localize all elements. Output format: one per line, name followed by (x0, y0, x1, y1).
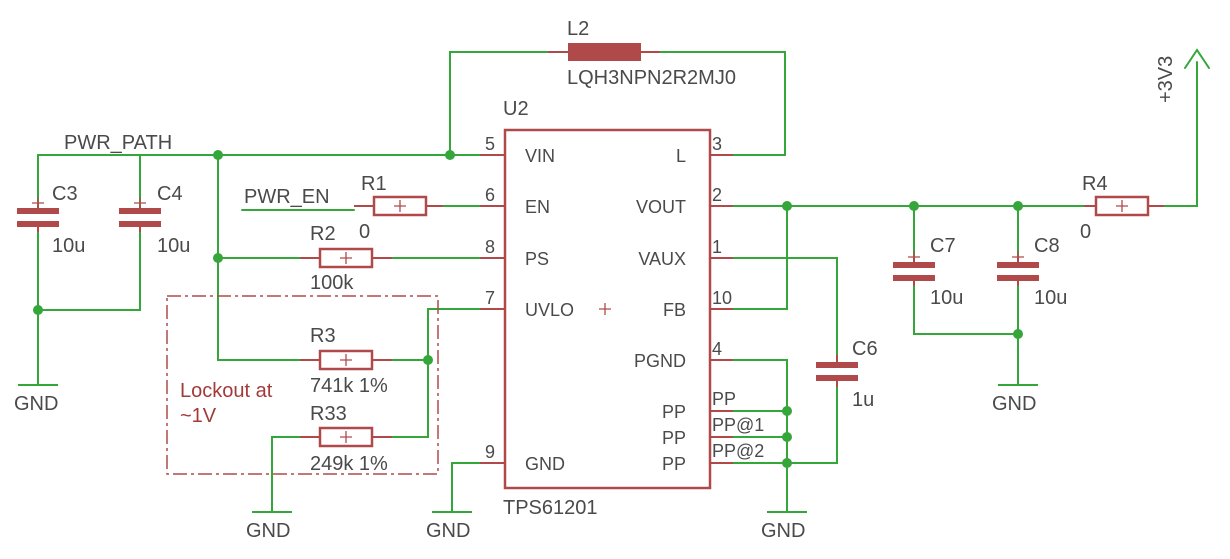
supply-label: +3V3 (1155, 56, 1177, 103)
pin-name-vaux: VAUX (638, 249, 686, 269)
pin-name-fb: FB (663, 300, 686, 320)
pin-number: PP@1 (712, 415, 764, 435)
ground-symbol-ic: GND (426, 511, 472, 542)
resistor-r4-value: 0 (1080, 221, 1091, 243)
wire-network (37, 51, 1198, 513)
capacitor-c8: C8 10u (997, 235, 1067, 309)
ground-label: GND (761, 520, 805, 542)
ground-symbol-pgnd: GND (761, 511, 807, 542)
inductor-l2: L2 LQH3NPN2R2MJ0 (548, 18, 736, 89)
pin-number: 5 (485, 134, 495, 154)
pin-name-pp: PP (662, 428, 686, 448)
resistor-r33-name: R33 (310, 403, 347, 425)
resistor-r3-name: R3 (310, 325, 336, 347)
note-line-2: ~1V (180, 405, 217, 427)
ground-symbol-c8: GND (992, 384, 1038, 415)
ic-u2: U2 TPS61201 5 6 8 7 9 VIN EN PS UVLO GND… (480, 98, 764, 519)
capacitor-c7: C7 10u (893, 235, 963, 309)
note-line-1: Lockout at (180, 380, 273, 402)
capacitor-c3-value: 10u (52, 235, 85, 257)
pin-number: 6 (485, 185, 495, 205)
net-label-pwr-en: PWR_EN (244, 186, 330, 208)
resistor-r2-value: 100k (310, 272, 354, 294)
pin-number: 3 (712, 134, 722, 154)
ground-symbol-c3: GND (14, 384, 58, 415)
ic-u2-name: U2 (503, 98, 529, 120)
resistor-r1-value: 0 (359, 221, 370, 243)
capacitor-c6-name: C6 (852, 338, 878, 360)
capacitor-c6: C6 1u (816, 338, 878, 411)
pin-number: 4 (712, 339, 722, 359)
pin-name-pgnd: PGND (634, 351, 686, 371)
origin-cross-icon (599, 303, 611, 315)
capacitor-c3-name: C3 (52, 183, 78, 205)
resistor-r3: R3 741k 1% (300, 325, 392, 397)
capacitor-c3: C3 10u (17, 183, 85, 257)
pin-name-vin: VIN (525, 146, 555, 166)
supply-symbol-3v3: +3V3 (1155, 48, 1210, 103)
net-label-pwr-path: PWR_PATH (64, 132, 172, 154)
resistor-r33-value: 249k 1% (310, 453, 388, 475)
pin-name-uvlo: UVLO (525, 300, 574, 320)
capacitor-c6-value: 1u (852, 389, 874, 411)
pin-name-pp: PP (662, 454, 686, 474)
resistor-r4: R4 0 (1080, 173, 1164, 243)
inductor-l2-value: LQH3NPN2R2MJ0 (567, 67, 736, 89)
pin-number: 10 (712, 288, 732, 308)
pin-name-ps: PS (525, 249, 549, 269)
pin-number: 8 (485, 237, 495, 257)
pin-number: PP (712, 389, 736, 409)
resistor-r2: R2 100k (300, 223, 392, 294)
resistor-r1: R1 0 (354, 173, 443, 243)
capacitor-c7-name: C7 (930, 235, 956, 257)
capacitor-c4-value: 10u (157, 235, 190, 257)
lockout-note-frame: Lockout at ~1V (166, 295, 439, 475)
pin-name-l: L (676, 146, 686, 166)
resistor-r33: R33 249k 1% (300, 403, 392, 475)
pin-number: 7 (485, 288, 495, 308)
pin-name-pp: PP (662, 402, 686, 422)
capacitor-c8-value: 10u (1034, 287, 1067, 309)
ground-symbol-r33: GND (246, 511, 292, 542)
pin-name-vout: VOUT (636, 197, 686, 217)
resistor-r1-name: R1 (361, 173, 387, 195)
resistor-r3-value: 741k 1% (310, 375, 388, 397)
pin-number: 9 (485, 442, 495, 462)
ground-label: GND (992, 393, 1036, 415)
pin-name-en: EN (525, 197, 550, 217)
inductor-l2-name: L2 (567, 18, 589, 40)
ground-label: GND (14, 393, 58, 415)
ic-u2-value: TPS61201 (503, 497, 598, 519)
ground-label: GND (246, 520, 290, 542)
pin-name-gnd: GND (525, 454, 565, 474)
ground-label: GND (426, 520, 470, 542)
capacitor-c4: C4 10u (119, 183, 190, 257)
capacitor-c4-name: C4 (157, 183, 183, 205)
pin-number: 1 (712, 237, 722, 257)
resistor-r2-name: R2 (310, 223, 336, 245)
junction-dots (33, 150, 1023, 468)
pin-number: PP@2 (712, 441, 764, 461)
resistor-r4-name: R4 (1082, 173, 1108, 195)
capacitor-c7-value: 10u (930, 287, 963, 309)
capacitor-c8-name: C8 (1034, 235, 1060, 257)
pin-number: 2 (712, 185, 722, 205)
